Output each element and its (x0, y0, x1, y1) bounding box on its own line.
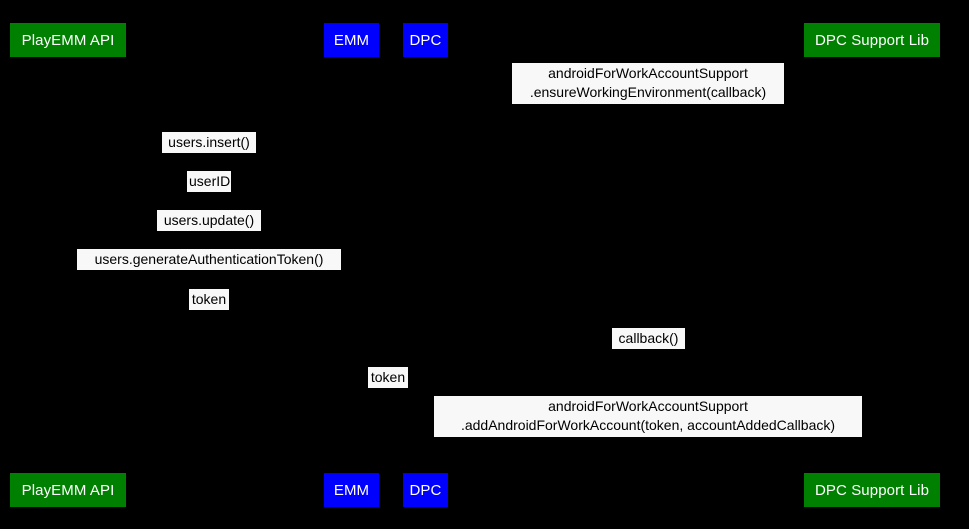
participant-header-dpc[interactable]: DPC (403, 23, 448, 57)
message-line-1: androidForWorkAccountSupport (548, 65, 748, 81)
message-label-3[interactable]: userID (187, 171, 231, 192)
participant-footer-dpc[interactable]: DPC (403, 473, 448, 507)
participant-label: EMM (333, 481, 370, 499)
participant-label: DPC Support Lib (814, 481, 930, 499)
message-line-1: users.generateAuthenticationToken() (94, 251, 324, 267)
participant-footer-emm[interactable]: EMM (324, 473, 379, 507)
message-line-1: users.insert() (168, 134, 250, 150)
lifeline-dpc-support-lib (872, 57, 873, 473)
message-line-1: token (191, 291, 227, 307)
message-label-4[interactable]: users.update() (157, 210, 261, 231)
lifeline-playemm-api (68, 57, 69, 473)
message-line-1: users.update() (163, 212, 255, 228)
participant-label: DPC Support Lib (814, 31, 930, 49)
message-label-1[interactable]: androidForWorkAccountSupport .ensureWorki… (512, 63, 784, 104)
participant-header-dpc-support-lib[interactable]: DPC Support Lib (804, 23, 940, 57)
message-label-7[interactable]: callback() (612, 328, 685, 349)
message-label-5[interactable]: users.generateAuthenticationToken() (77, 249, 341, 270)
message-label-8[interactable]: token (368, 367, 408, 388)
lifeline-emm (351, 57, 353, 473)
message-label-2[interactable]: users.insert() (162, 132, 256, 153)
participant-label: DPC (409, 31, 442, 49)
participant-header-emm[interactable]: EMM (324, 23, 379, 57)
participant-footer-playemm-api[interactable]: PlayEMM API (10, 473, 126, 507)
participant-header-playemm-api[interactable]: PlayEMM API (10, 23, 126, 57)
participant-footer-dpc-support-lib[interactable]: DPC Support Lib (804, 473, 940, 507)
message-line-1: token (370, 369, 406, 385)
message-line-2: .addAndroidForWorkAccount(token, account… (460, 417, 836, 433)
participant-label: EMM (333, 31, 370, 49)
message-line-1: androidForWorkAccountSupport (548, 398, 748, 414)
message-label-6[interactable]: token (189, 289, 229, 310)
participant-label: DPC (409, 481, 442, 499)
message-line-2: .ensureWorkingEnvironment(callback) (529, 84, 767, 100)
participant-label: PlayEMM API (21, 31, 115, 49)
message-line-1: callback() (618, 330, 679, 346)
message-line-1: userID (189, 173, 231, 189)
message-label-9[interactable]: androidForWorkAccountSupport .addAndroidF… (434, 396, 862, 437)
lifeline-dpc (425, 57, 427, 473)
participant-label: PlayEMM API (21, 481, 115, 499)
